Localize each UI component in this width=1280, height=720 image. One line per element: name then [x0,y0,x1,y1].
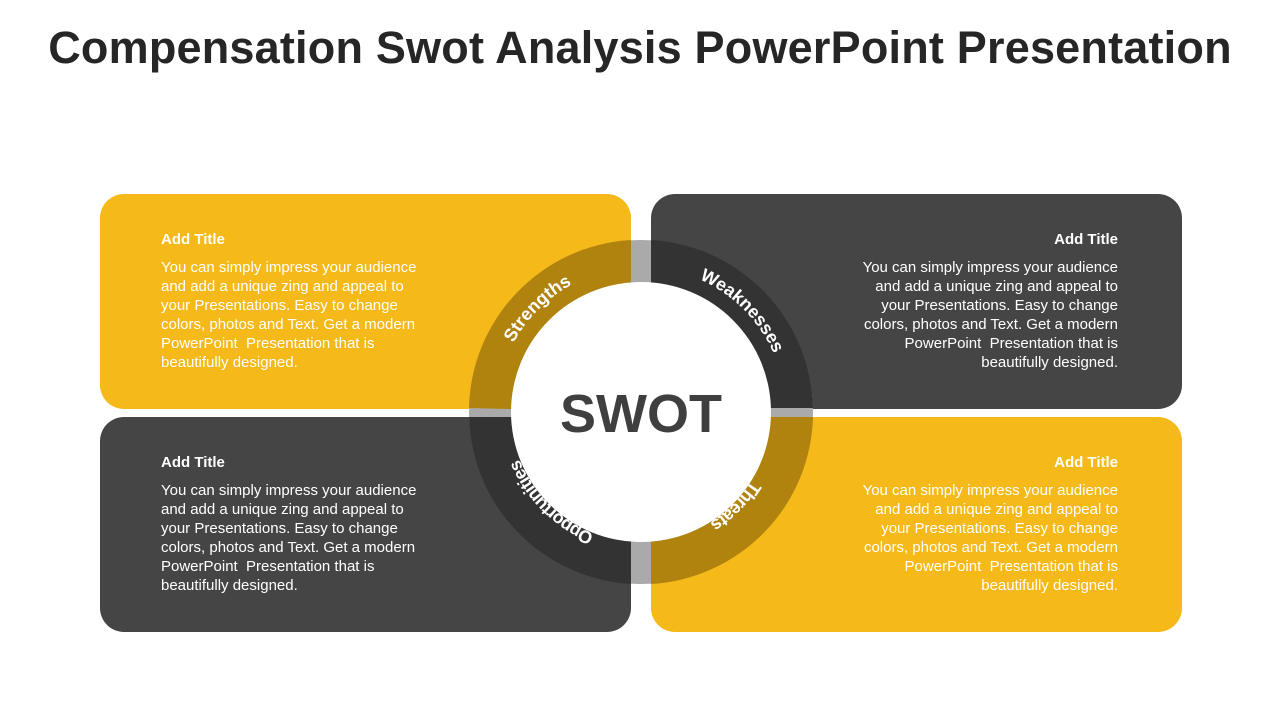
box-text: beautifully designed. [161,354,298,371]
box-text: and add a unique zing and appeal to [875,278,1118,295]
center-circle [511,282,771,542]
box-text: PowerPoint Presentation that is [161,335,375,352]
box-text: your Presentations. Easy to change [881,297,1118,314]
box-text: colors, photos and Text. Get a modern [161,539,416,556]
box-text: your Presentations. Easy to change [161,520,398,537]
box-text: PowerPoint Presentation that is [904,335,1118,352]
box-text: beautifully designed. [161,577,298,594]
box-title: Add Title [161,231,225,248]
box-text: and add a unique zing and appeal to [161,501,404,518]
box-text: colors, photos and Text. Get a modern [161,316,416,333]
box-text: You can simply impress your audience [161,259,417,276]
box-text: PowerPoint Presentation that is [904,558,1118,575]
box-text: colors, photos and Text. Get a modern [863,539,1118,556]
box-text: and add a unique zing and appeal to [161,278,404,295]
box-text: and add a unique zing and appeal to [875,501,1118,518]
box-text: your Presentations. Easy to change [881,520,1118,537]
box-text: You can simply impress your audience [862,259,1118,276]
box-text: your Presentations. Easy to change [161,297,398,314]
box-text: PowerPoint Presentation that is [161,558,375,575]
box-text: beautifully designed. [981,577,1118,594]
box-title: Add Title [1054,231,1118,248]
box-text: You can simply impress your audience [161,482,417,499]
box-text: You can simply impress your audience [862,482,1118,499]
box-text: colors, photos and Text. Get a modern [863,316,1118,333]
swot-center-label: SWOT [560,384,722,444]
box-title: Add Title [1054,454,1118,471]
slide-title: Compensation Swot Analysis PowerPoint Pr… [48,22,1232,73]
box-title: Add Title [161,454,225,471]
box-text: beautifully designed. [981,354,1118,371]
